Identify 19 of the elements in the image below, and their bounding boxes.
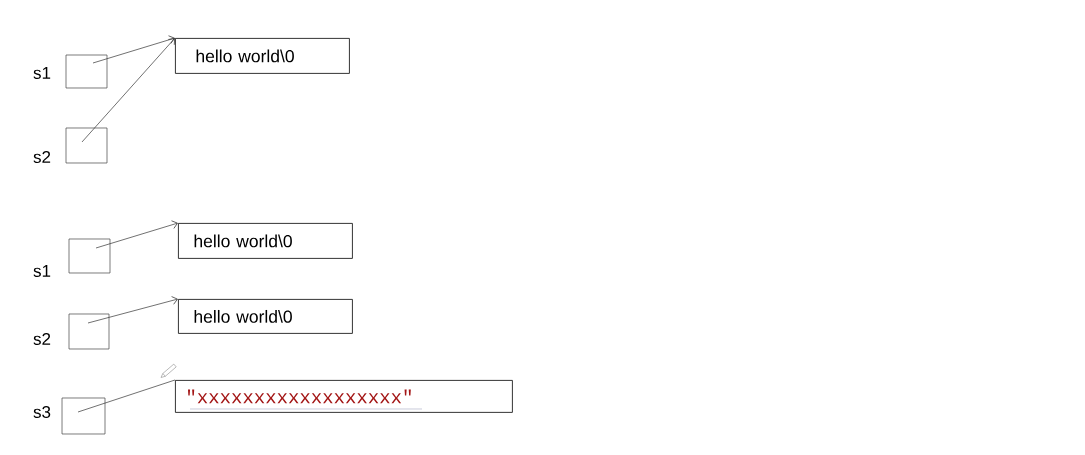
variable-label: s3 bbox=[33, 405, 51, 418]
string-box: "xxxxxxxxxxxxxxxxxx" bbox=[175, 380, 513, 413]
pointer-box bbox=[65, 127, 108, 164]
pointer-box bbox=[68, 238, 111, 274]
variable-label: s2 bbox=[33, 151, 51, 163]
pointer-box bbox=[68, 313, 110, 350]
arrow bbox=[87, 296, 178, 324]
string-box: hello world\0 bbox=[178, 223, 353, 259]
string-box: hello world\0 bbox=[175, 38, 350, 74]
connector-line bbox=[77, 379, 176, 413]
pointer-box bbox=[65, 54, 108, 89]
variable-label: s1 bbox=[33, 67, 51, 79]
variable-label: s1 bbox=[33, 265, 51, 277]
arrow bbox=[92, 35, 175, 64]
arrow bbox=[81, 38, 175, 143]
string-box: hello world\0 bbox=[178, 299, 353, 334]
pointer-box bbox=[61, 397, 106, 435]
arrow bbox=[95, 220, 178, 249]
variable-label: s2 bbox=[33, 332, 51, 345]
